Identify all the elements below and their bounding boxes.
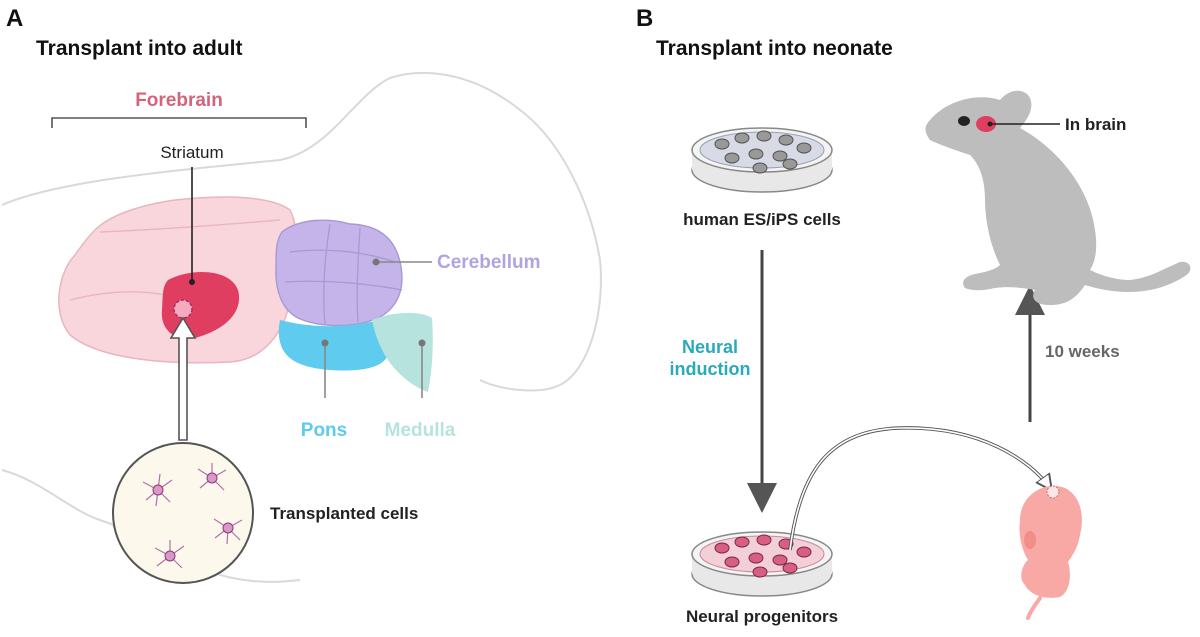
adult-mouse-icon bbox=[925, 90, 1191, 305]
medulla-dot bbox=[418, 339, 426, 347]
cerebellum-fold bbox=[356, 227, 361, 323]
panel-letter-b: B bbox=[636, 5, 653, 32]
striatum-label: Striatum bbox=[160, 143, 223, 162]
progenitors-label: Neural progenitors bbox=[686, 607, 838, 626]
panel-a-title: Transplant into adult bbox=[36, 37, 243, 60]
injection-site bbox=[173, 299, 193, 319]
cerebellum-fold bbox=[289, 249, 396, 263]
striatum-dot bbox=[189, 279, 195, 285]
petri-dish-es-icon bbox=[691, 127, 833, 193]
transplanted-cells-label: Transplanted cells bbox=[270, 504, 418, 523]
panel-b: B Transplant into neonate human ES/iPS c… bbox=[636, 5, 1191, 626]
cerebellum bbox=[275, 219, 403, 327]
cerebrum-fold bbox=[69, 291, 166, 301]
neuron-icon bbox=[152, 484, 164, 496]
neonate-pup-icon bbox=[1019, 485, 1082, 620]
neuron-icon bbox=[206, 472, 218, 484]
forebrain-bracket bbox=[51, 117, 307, 128]
neuron-cells bbox=[142, 463, 243, 569]
petri-dish-progenitors-icon bbox=[691, 531, 833, 597]
panel-b-title: Transplant into neonate bbox=[656, 37, 893, 60]
cerebellum-fold bbox=[323, 223, 331, 326]
panel-a: A Transplant into adult Forebrain Striat… bbox=[1, 5, 602, 584]
neuron-icon bbox=[222, 522, 234, 534]
head-outline bbox=[1, 71, 602, 392]
es-cells-label: human ES/iPS cells bbox=[683, 210, 841, 229]
cerebellum-fold bbox=[284, 280, 403, 291]
transplant-arrow bbox=[169, 316, 197, 441]
neuron-icon bbox=[164, 550, 176, 562]
panel-letter-a: A bbox=[6, 5, 23, 32]
cerebrum-fold bbox=[99, 219, 281, 233]
pons bbox=[278, 320, 390, 371]
cerebellum-dot bbox=[372, 258, 380, 266]
transfer-arrow-inner bbox=[789, 427, 1050, 551]
in-brain-label: In brain bbox=[1065, 115, 1126, 134]
transplanted-cells-zoom bbox=[112, 442, 254, 584]
pons-dot bbox=[321, 339, 329, 347]
induction-label-line2: induction bbox=[670, 359, 751, 379]
pons-label: Pons bbox=[301, 420, 347, 441]
in-brain-dot bbox=[987, 121, 993, 127]
forebrain-label: Forebrain bbox=[135, 90, 223, 111]
medulla-label: Medulla bbox=[385, 420, 456, 441]
transfer-arrow bbox=[788, 426, 1052, 551]
induction-label-line1: Neural bbox=[682, 337, 738, 357]
mouse-brain-graft bbox=[976, 116, 996, 132]
cerebellum-label: Cerebellum bbox=[437, 252, 540, 273]
duration-label: 10 weeks bbox=[1045, 342, 1120, 361]
medulla bbox=[372, 312, 433, 392]
mouse-eye bbox=[958, 116, 970, 126]
